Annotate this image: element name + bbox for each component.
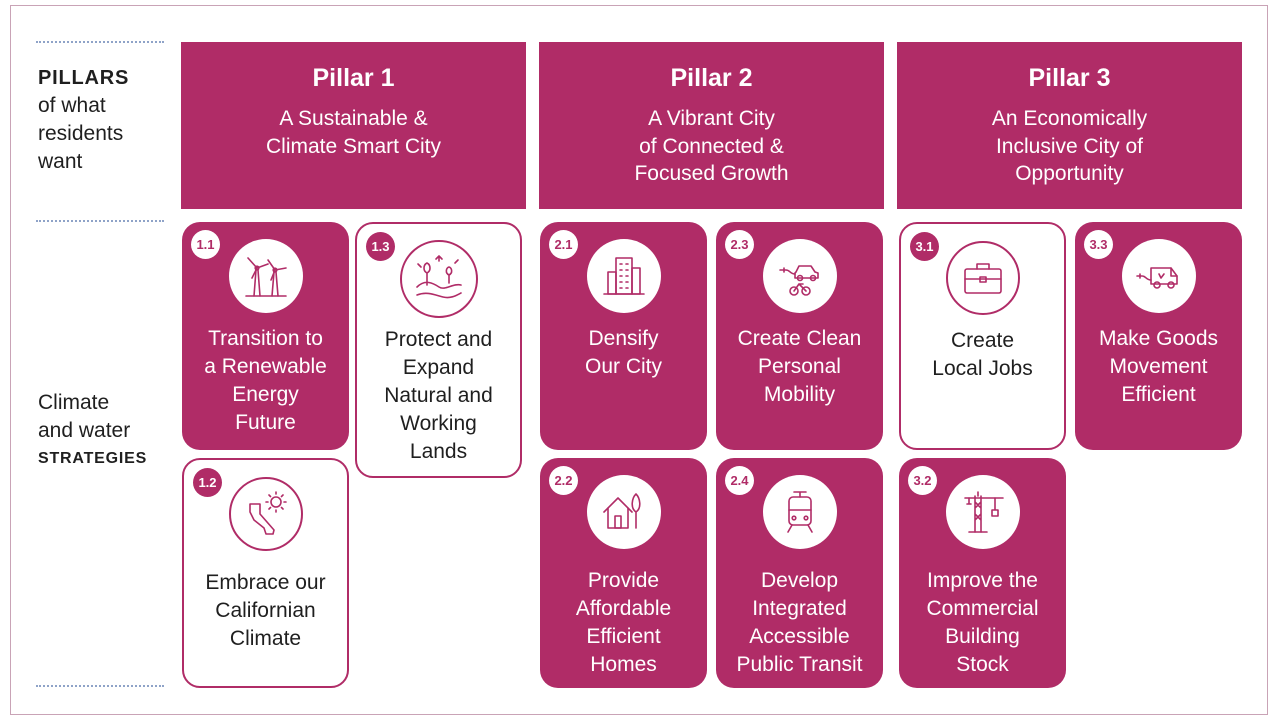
strategy-number-badge: 3.3	[1084, 230, 1113, 259]
strategy-title: Embrace our Californian Climate	[205, 571, 326, 650]
strategy-number-badge: 1.1	[191, 230, 220, 259]
ev-car-bike-icon	[762, 239, 837, 313]
crane-icon	[945, 475, 1020, 549]
eco-home-icon	[586, 475, 661, 549]
pillar-subtitle: An Economically Inclusive City of Opport…	[991, 107, 1148, 185]
strategy-card-3-3: 3.3 Make Goods Movement Efficient	[1075, 222, 1242, 450]
strategy-card-2-1: 2.1 Densify Our City	[540, 222, 707, 450]
strategies-row-label: Climate and water STRATEGIES	[38, 389, 147, 473]
california-sun-icon	[228, 477, 303, 551]
pillar-2-header: Pillar 2 A Vibrant City of Connected & F…	[539, 42, 884, 209]
building-icon	[586, 239, 661, 313]
strategy-title: Protect and Expand Natural and Working L…	[384, 328, 493, 463]
strategy-title: Make Goods Movement Efficient	[1098, 327, 1219, 406]
strategy-number-badge: 1.3	[366, 232, 395, 261]
strategy-card-2-3: 2.3 Create Clean Personal Mobility	[716, 222, 883, 450]
strategy-card-3-2: 3.2 Improve the Commercial Building Stoc…	[899, 458, 1066, 688]
strategy-number-badge: 2.2	[549, 466, 578, 495]
divider-top	[36, 41, 164, 43]
strategy-number-badge: 2.3	[725, 230, 754, 259]
pillar-title: Pillar 2	[670, 64, 753, 92]
landscape-icon	[399, 240, 478, 318]
strategy-number-badge: 3.2	[908, 466, 937, 495]
pillar-title: Pillar 3	[1028, 64, 1111, 92]
strategies-subheading: Climate and water	[38, 391, 131, 442]
pillar-1-header: Pillar 1 A Sustainable & Climate Smart C…	[181, 42, 526, 209]
divider-middle	[36, 220, 164, 222]
strategy-title: Create Local Jobs	[932, 329, 1033, 380]
strategy-title: Develop Integrated Accessible Public Tra…	[736, 569, 863, 676]
pillar-subtitle: A Sustainable & Climate Smart City	[265, 107, 442, 158]
divider-bottom	[36, 685, 164, 687]
strategy-card-1-1: 1.1 Transition to a Renewable Energy Fut…	[182, 222, 349, 450]
pillars-row-label: PILLARS of what residents want	[38, 64, 129, 176]
strategies-heading: STRATEGIES	[38, 450, 148, 467]
pillars-subheading: of what residents want	[38, 94, 124, 173]
train-icon	[762, 475, 837, 549]
electric-van-icon	[1121, 239, 1196, 313]
pillar-subtitle: A Vibrant City of Connected & Focused Gr…	[634, 107, 789, 185]
strategy-number-badge: 3.1	[910, 232, 939, 261]
wind-turbine-icon	[228, 239, 303, 313]
infographic-frame	[10, 5, 1268, 715]
strategy-card-1-3: 1.3 Protect and Expand Natural and Worki…	[355, 222, 522, 478]
strategy-number-badge: 2.4	[725, 466, 754, 495]
strategy-card-2-4: 2.4 Develop Integrated Accessible Public…	[716, 458, 883, 688]
strategy-title: Improve the Commercial Building Stock	[926, 569, 1039, 676]
pillar-3-header: Pillar 3 An Economically Inclusive City …	[897, 42, 1242, 209]
strategy-title: Densify Our City	[584, 327, 662, 378]
strategy-number-badge: 1.2	[193, 468, 222, 497]
strategy-title: Provide Affordable Efficient Homes	[575, 569, 672, 676]
strategy-card-3-1: 3.1 Create Local Jobs	[899, 222, 1066, 450]
pillar-title: Pillar 1	[312, 64, 395, 92]
briefcase-icon	[945, 241, 1020, 315]
pillars-heading: PILLARS	[38, 67, 130, 89]
strategy-title: Create Clean Personal Mobility	[737, 327, 862, 406]
strategy-number-badge: 2.1	[549, 230, 578, 259]
strategy-title: Transition to a Renewable Energy Future	[204, 327, 327, 434]
strategy-card-2-2: 2.2 Provide Affordable Efficient Homes	[540, 458, 707, 688]
strategy-card-1-2: 1.2 Embrace our Californian Climate	[182, 458, 349, 688]
